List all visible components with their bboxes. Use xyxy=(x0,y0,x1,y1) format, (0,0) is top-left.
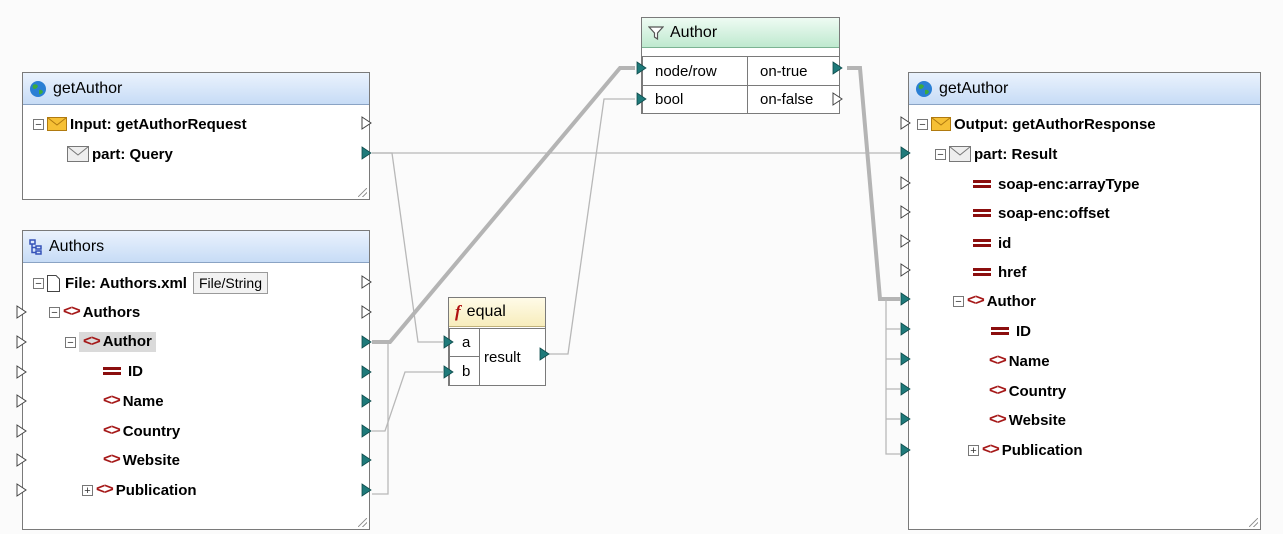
attribute-icon xyxy=(973,179,991,189)
left-getauthor-title: getAuthor xyxy=(53,79,123,97)
filter-header[interactable]: Author xyxy=(642,18,839,48)
attribute-icon xyxy=(973,238,991,248)
equal-input-b[interactable]: b xyxy=(449,356,480,386)
file-icon xyxy=(47,274,60,292)
resize-grip[interactable] xyxy=(358,518,367,527)
tree-item-part-query[interactable]: part: Query xyxy=(67,139,173,169)
globe-icon xyxy=(30,80,46,97)
envelope-icon xyxy=(931,117,951,131)
tree-item-author-out[interactable]: − <> Author xyxy=(953,286,1036,316)
link-country-to-equal-b xyxy=(372,371,443,432)
element-icon: <> xyxy=(989,382,1007,399)
tree-item-attr-href[interactable]: href xyxy=(973,257,1026,287)
tree-item-publication[interactable]: + <> Publication xyxy=(82,475,197,505)
element-icon: <> xyxy=(103,392,121,409)
collapse-toggle-icon[interactable]: − xyxy=(65,336,76,348)
attribute-icon xyxy=(103,366,121,376)
tree-item-author[interactable]: − <>Author xyxy=(65,327,156,357)
tree-item-soap-offset[interactable]: soap-enc:offset xyxy=(973,198,1110,228)
equal-header[interactable]: f equal xyxy=(449,298,545,327)
authors-title: Authors xyxy=(49,237,105,255)
resize-grip[interactable] xyxy=(1249,518,1258,527)
element-icon: <> xyxy=(982,441,1000,458)
tree-item-file[interactable]: − File: Authors.xml File/String xyxy=(33,268,268,298)
link-part-query-to-equal-a xyxy=(372,152,443,343)
filter-funnel-icon xyxy=(648,25,664,40)
equal-title: equal xyxy=(466,303,506,320)
tree-item-out-name[interactable]: <> Name xyxy=(989,352,1050,370)
tree-item-authors[interactable]: − <> Authors xyxy=(49,297,140,327)
authors-source-component[interactable]: Authors − File: Authors.xml File/String … xyxy=(22,230,370,530)
tree-item-id[interactable]: ID xyxy=(103,356,143,386)
message-part-icon xyxy=(67,146,89,162)
filter-component[interactable]: Author node/row bool on-true on-false xyxy=(641,17,840,114)
filter-title: Author xyxy=(670,23,718,41)
expand-toggle-icon[interactable]: + xyxy=(82,484,93,496)
resize-grip[interactable] xyxy=(358,188,367,197)
tree-item-out-id[interactable]: ID xyxy=(991,316,1031,346)
right-getauthor-header[interactable]: getAuthor xyxy=(909,73,1260,105)
equal-function-component[interactable]: f equal a b result xyxy=(448,297,546,386)
tree-item-output[interactable]: − Output: getAuthorResponse xyxy=(917,109,1156,139)
tree-item-out-country[interactable]: <> Country xyxy=(989,382,1067,400)
expand-toggle-icon[interactable]: + xyxy=(968,444,979,456)
left-getauthor-header[interactable]: getAuthor xyxy=(23,73,369,105)
left-getauthor-component[interactable]: getAuthor − Input: getAuthorRequest part… xyxy=(22,72,370,200)
element-icon: <> xyxy=(63,303,81,320)
function-icon: f xyxy=(455,302,461,321)
filter-output-on-true[interactable]: on-true xyxy=(747,56,840,86)
equal-input-a[interactable]: a xyxy=(449,328,480,357)
element-icon: <> xyxy=(989,411,1007,428)
link-publication-bracket xyxy=(372,342,389,495)
message-part-icon xyxy=(949,146,971,162)
link-equal-result-to-filter-bool xyxy=(548,98,635,355)
authors-header[interactable]: Authors xyxy=(23,231,369,263)
tree-item-country[interactable]: <> Country xyxy=(103,422,181,440)
collapse-toggle-icon[interactable]: − xyxy=(49,306,60,318)
link-filter-ontrue-to-author xyxy=(847,66,900,301)
filter-input-bool[interactable]: bool xyxy=(642,85,748,114)
filter-input-node-row[interactable]: node/row xyxy=(642,56,748,86)
element-icon: <> xyxy=(96,481,114,498)
attribute-icon xyxy=(973,208,991,218)
element-icon: <> xyxy=(967,292,985,309)
tree-item-website[interactable]: <> Website xyxy=(103,451,180,469)
collapse-toggle-icon[interactable]: − xyxy=(33,277,44,289)
element-icon: <> xyxy=(83,333,101,350)
equal-output-result[interactable]: result xyxy=(479,328,546,386)
xml-structure-icon xyxy=(29,238,42,255)
tree-item-out-publication[interactable]: + <> Publication xyxy=(968,435,1083,465)
collapse-toggle-icon[interactable]: − xyxy=(33,118,44,130)
tree-item-part-result[interactable]: − part: Result xyxy=(935,139,1057,169)
element-icon: <> xyxy=(989,352,1007,369)
right-getauthor-title: getAuthor xyxy=(939,79,1009,97)
collapse-toggle-icon[interactable]: − xyxy=(917,118,928,130)
tree-item-soap-arraytype[interactable]: soap-enc:arrayType xyxy=(973,169,1139,199)
tree-item-input[interactable]: − Input: getAuthorRequest xyxy=(33,109,247,139)
collapse-toggle-icon[interactable]: − xyxy=(935,148,946,160)
tree-item-attr-id[interactable]: id xyxy=(973,228,1011,258)
tree-item-name[interactable]: <> Name xyxy=(103,392,164,410)
envelope-icon xyxy=(47,117,67,131)
element-icon: <> xyxy=(103,422,121,439)
tree-item-out-website[interactable]: <> Website xyxy=(989,411,1066,429)
collapse-toggle-icon[interactable]: − xyxy=(953,295,964,307)
attribute-icon xyxy=(973,267,991,277)
link-right-bracket xyxy=(885,299,900,455)
selected-item-highlight: <>Author xyxy=(79,332,156,352)
file-string-button[interactable]: File/String xyxy=(192,272,268,294)
filter-output-on-false[interactable]: on-false xyxy=(747,85,840,114)
attribute-icon xyxy=(991,326,1009,336)
globe-icon xyxy=(916,80,932,97)
right-getauthor-component[interactable]: getAuthor − Output: getAuthorResponse − … xyxy=(908,72,1261,530)
element-icon: <> xyxy=(103,451,121,468)
